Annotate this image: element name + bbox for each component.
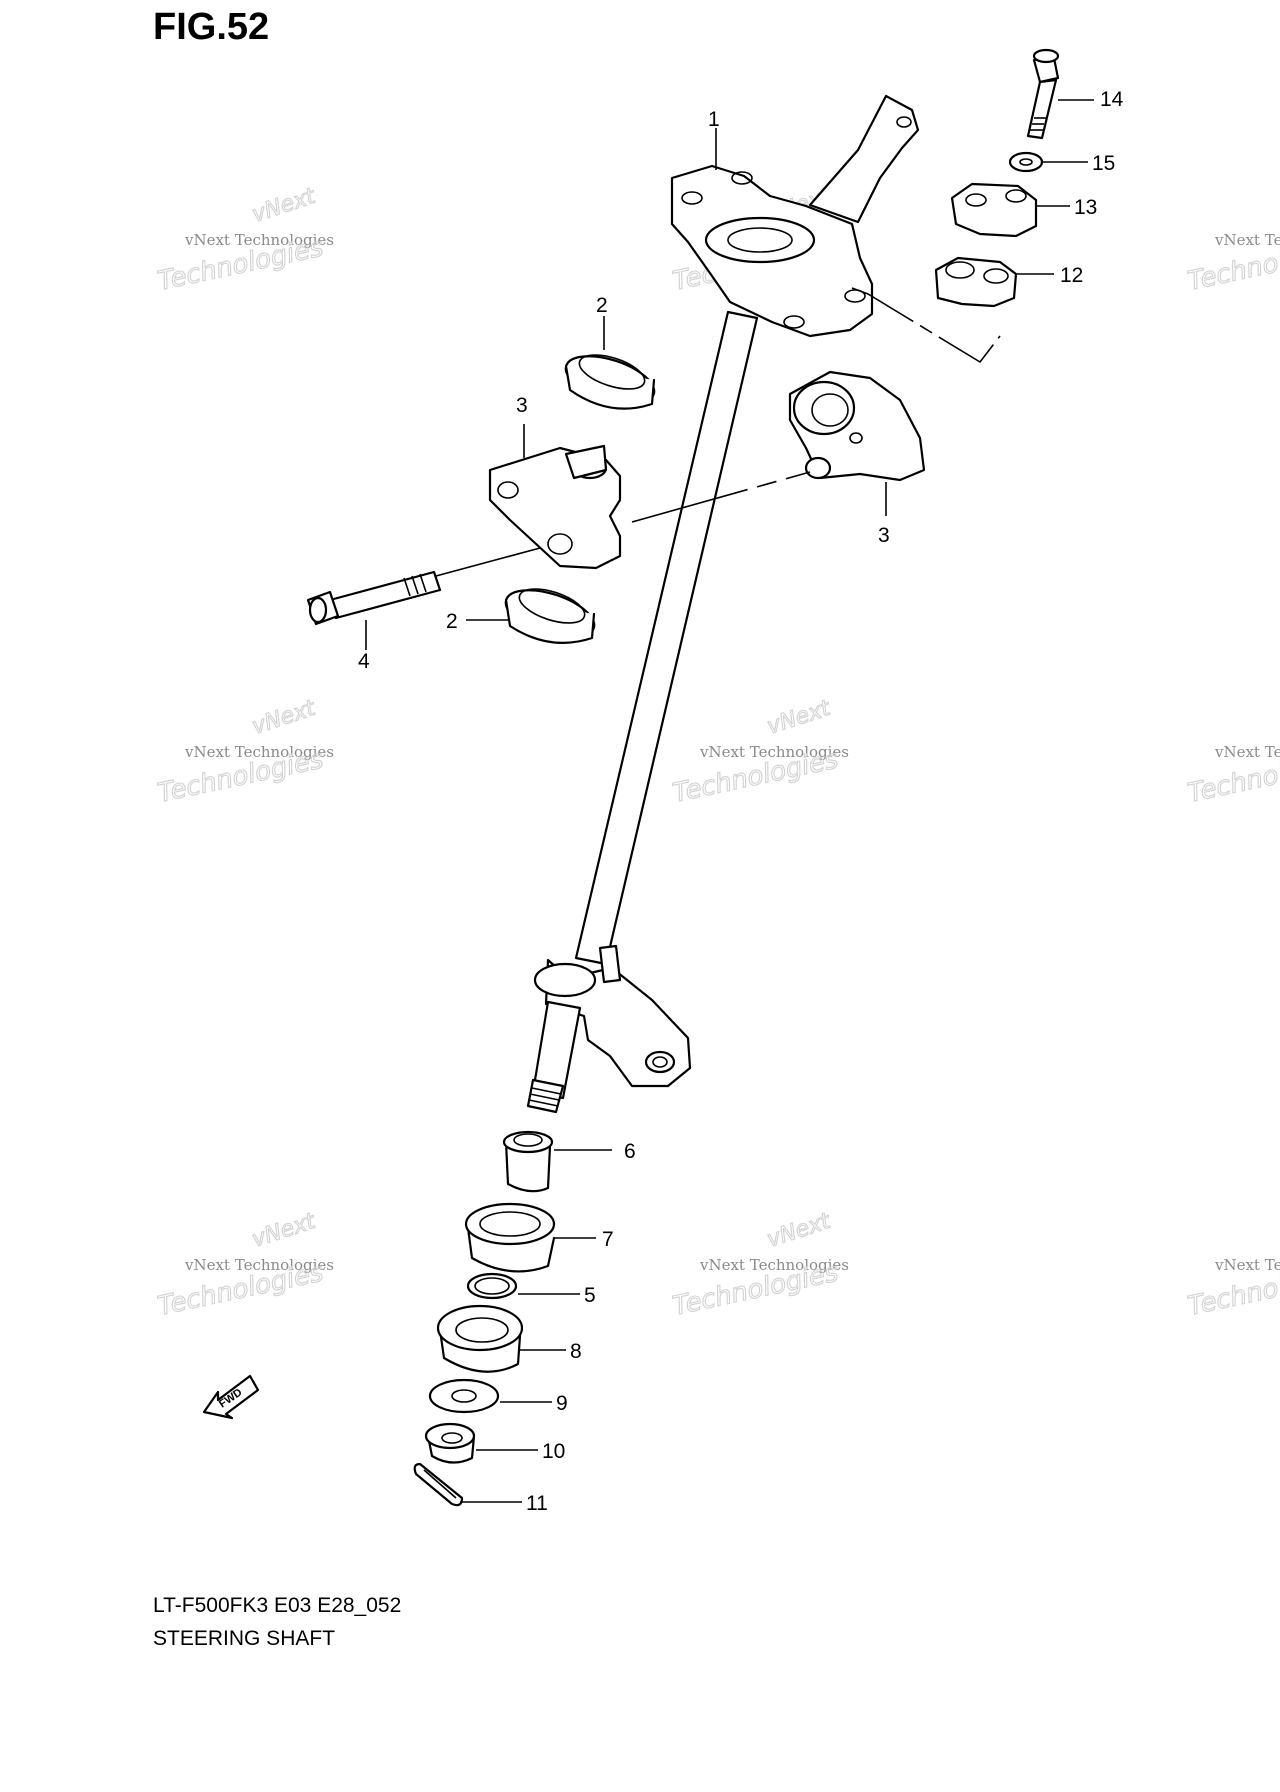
callout-7: 7 [602,1228,614,1251]
watermark-line2: vNext Technologies [184,743,334,761]
watermark-line1: vNext [249,184,320,228]
part-13-handlebar-holder-upper [950,182,1038,238]
part-2-bush-lower [504,588,596,644]
watermark: vNext vNext Technologies Technologies [670,1208,849,1322]
watermark-line2: vNext Technologies [699,1256,849,1274]
callout-10: 10 [542,1440,565,1463]
watermark: vNext vNext Technologies Technologies [1185,695,1280,809]
callout-8: 8 [570,1340,582,1363]
leader-lines [365,99,1094,1503]
watermark-line1: vNext [249,696,320,740]
callout-14: 14 [1100,88,1124,111]
watermark-line1: vNext [764,1209,835,1253]
part-11-cotter-pin [413,1462,464,1507]
callout-11: 11 [526,1492,548,1515]
callout-9: 9 [556,1392,568,1415]
watermark-line1: vNext [1279,696,1280,740]
part-14-bolt [1026,48,1060,140]
watermark-line1: vNext [1279,184,1280,228]
figure-caption: STEERING SHAFT [153,1627,336,1650]
watermark-line2: vNext Technologies [184,1256,334,1274]
callout-2-upper: 2 [596,294,608,317]
callout-3-right: 3 [878,524,890,547]
assembly-lines [435,287,1001,577]
watermark-line1: vNext [249,1209,320,1253]
part-5-o-ring [466,1272,518,1300]
watermark-line2: vNext Technologies [184,231,334,249]
part-6-collar [502,1130,554,1193]
part-2-bush-upper [564,354,656,410]
figure-title: FIG.52 [153,6,270,48]
watermark: vNext vNext Technologies Technologies [155,695,334,809]
callout-2-lower: 2 [446,610,458,633]
part-15-washer [1008,151,1044,173]
watermark: vNext vNext Technologies Technologies [155,1208,334,1322]
watermark-line2: vNext Technologies [1214,231,1280,249]
watermark-line2: vNext Technologies [699,743,849,761]
watermark: vNext vNext Technologies Technologies [670,695,849,809]
part-3-holder-left [488,444,622,570]
callout-5: 5 [584,1284,596,1307]
model-code: LT-F500FK3 E03 E28_052 [153,1594,402,1617]
callout-4: 4 [358,650,370,673]
callout-6: 6 [624,1140,636,1163]
callout-12: 12 [1060,264,1083,287]
watermark: vNext vNext Technologies Technologies [155,183,334,297]
callout-15: 15 [1092,152,1115,175]
watermark: vNext vNext Technologies Technologies [1185,183,1280,297]
callout-13: 13 [1074,196,1097,219]
fwd-arrow: FWD [202,1374,260,1420]
watermark: vNext vNext Technologies Technologies [1185,1208,1280,1322]
part-7-race [464,1202,556,1273]
callout-1: 1 [708,108,720,131]
callout-labels: 1 2 2 3 3 4 5 6 7 8 9 10 11 12 13 14 15 [358,88,1124,1515]
part-3-holder-right [788,370,926,482]
part-12-handlebar-holder-lower [934,256,1018,308]
part-10-nut [424,1422,476,1464]
watermark-line2: vNext Technologies [1214,1256,1280,1274]
callout-3-left: 3 [516,394,528,417]
watermark-line1: vNext [1279,1209,1280,1253]
part-8-bearing [436,1304,524,1373]
part-1-steering-shaft [526,94,920,1114]
watermark-line1: vNext [764,696,835,740]
part-9-washer [428,1378,500,1414]
part-4-bolt [306,570,442,626]
watermark-line2: vNext Technologies [1214,743,1280,761]
